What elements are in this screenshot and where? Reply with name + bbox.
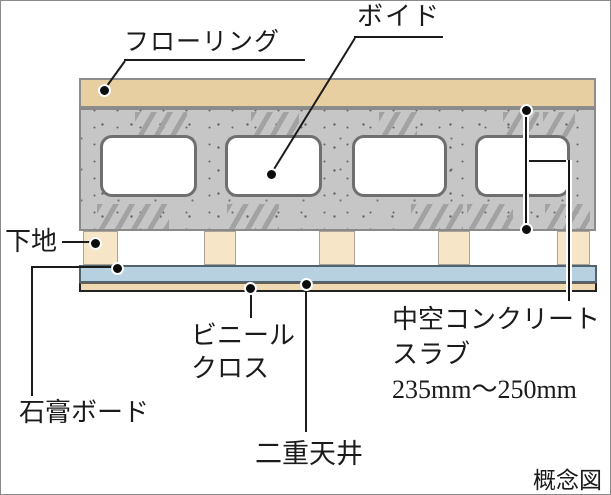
hatch-mark xyxy=(227,204,279,229)
vinyl-cloth-layer xyxy=(79,283,597,292)
leader-line-substrate xyxy=(62,241,96,243)
leader-line-gypsum-v xyxy=(31,266,33,396)
support-post-5 xyxy=(557,231,590,265)
leader-line-void xyxy=(354,36,443,38)
hatch-mark xyxy=(467,204,513,229)
support-post-1 xyxy=(83,231,118,265)
caption-concept-figure: 概念図 xyxy=(533,468,602,493)
label-slab-line1: 中空コンクリート xyxy=(392,305,601,334)
dot-double-ceiling xyxy=(300,278,313,291)
support-post-3 xyxy=(319,231,355,265)
flooring-layer xyxy=(79,78,596,108)
label-flooring: フローリング xyxy=(124,29,281,56)
leader-line-double-ceiling xyxy=(305,284,307,432)
support-post-2 xyxy=(204,231,236,265)
hatch-mark xyxy=(135,112,187,137)
label-concrete-slab: 中空コンクリートスラブ 235mm〜250mm xyxy=(392,302,600,407)
dot-flooring xyxy=(98,84,111,97)
support-post-4 xyxy=(438,231,470,265)
measure-line-horizontal xyxy=(526,160,570,162)
hatch-mark xyxy=(543,112,575,137)
label-vinyl-line1: ビニール xyxy=(191,321,296,350)
dot-substrate xyxy=(89,237,102,250)
gypsum-board-layer xyxy=(79,265,597,283)
void-3 xyxy=(352,135,447,197)
dot-slab-bottom xyxy=(520,223,533,236)
label-slab-line2: スラブ xyxy=(392,340,471,369)
hatch-mark xyxy=(251,112,299,137)
leader-line-vinyl xyxy=(250,288,252,318)
dot-vinyl xyxy=(244,282,257,295)
label-void: ボイド xyxy=(357,2,442,31)
label-vinyl-line2: クロス xyxy=(191,354,270,383)
leader-line-gypsum-h xyxy=(31,266,118,268)
void-2 xyxy=(225,135,322,197)
measure-line-slab-thickness xyxy=(523,110,529,229)
dot-gypsum xyxy=(111,262,124,275)
measure-line-to-label xyxy=(566,160,572,301)
hatch-mark xyxy=(379,112,417,137)
dot-void xyxy=(265,168,278,181)
label-gypsum-board: 石膏ボード xyxy=(19,398,150,427)
hatch-mark xyxy=(97,204,169,229)
label-slab-thickness: 235mm〜250mm xyxy=(392,375,577,404)
hatch-mark xyxy=(503,112,539,137)
label-substrate: 下地 xyxy=(5,227,58,256)
hatch-mark xyxy=(411,204,463,229)
dot-slab-top xyxy=(520,104,533,117)
label-vinyl-cloth: ビニールクロス xyxy=(191,319,295,385)
void-1 xyxy=(100,135,197,197)
leader-line-flooring xyxy=(124,59,305,61)
label-double-ceiling: 二重天井 xyxy=(255,439,363,469)
